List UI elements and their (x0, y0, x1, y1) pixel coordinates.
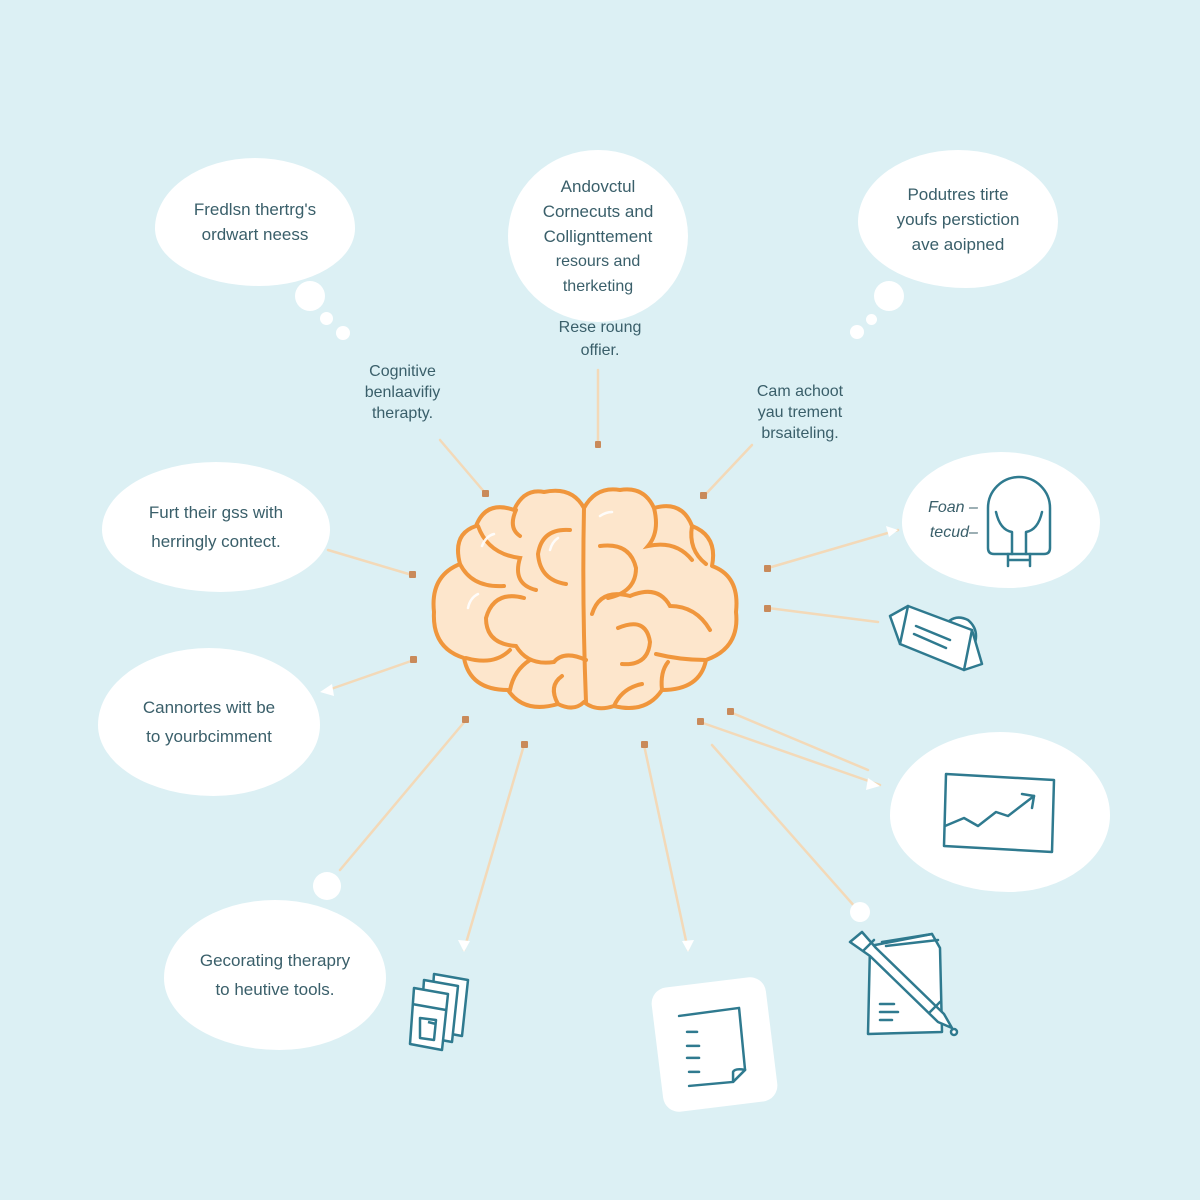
bubble-text: youfs perstiction (896, 209, 1020, 229)
bubble-text: ave aoipned (911, 234, 1005, 254)
notebook-pen-icon (848, 930, 959, 1037)
thought-bubble-bottom-left: Gecorating therapry to heutive tools. (164, 900, 386, 1050)
bubble-text: therketing (562, 277, 634, 295)
label-text: Rese roung (558, 319, 642, 336)
thought-dot (850, 902, 870, 922)
lightbulb-icon (986, 475, 1052, 568)
label-text: offier. (580, 342, 620, 359)
label-text: Cam achoot (756, 383, 844, 400)
brain-icon (431, 487, 739, 711)
bubble-text: Foan – (928, 499, 978, 516)
label-text: yau trement (757, 404, 843, 421)
thought-dot (874, 281, 904, 311)
thought-bubble-mid-left: Furt their gss with herringly contect. (102, 462, 330, 592)
thought-bubble-right-upper: Foan – tecud– (902, 452, 1100, 588)
label-text: Cognitive (369, 363, 436, 380)
label-center-sub: Rese roung offier. (540, 316, 660, 362)
label-cbt: Cognitive benlaavifiy therapty. (350, 361, 455, 424)
bubble-text: herringly contect. (151, 532, 281, 551)
bubble-text: Fredlsn thertrg's (193, 200, 317, 219)
thought-bubble-top-left: Fredlsn thertrg's ordwart neess (155, 158, 355, 286)
cards-icon (408, 972, 470, 1052)
thought-bubble-lower-left: Cannortes witt be to yourbcimment (98, 648, 320, 796)
thought-dot (295, 281, 325, 311)
thought-dot (336, 326, 350, 340)
bubble-text: to heutive tools. (215, 980, 335, 999)
bubble-text: Furt their gss with (148, 503, 284, 522)
bubble-text: Collignttement (543, 226, 653, 246)
eraser-icon (888, 604, 984, 672)
thought-dot (850, 325, 864, 339)
thought-dot (320, 312, 333, 325)
bubble-text: resours and (555, 252, 641, 270)
label-text: benlaavifiy (364, 384, 441, 401)
bubble-text: Cannortes witt be (142, 698, 276, 717)
document-icon (677, 1006, 746, 1087)
label-text: brsaiteling. (761, 425, 839, 442)
bubble-text: ordwart neess (201, 225, 309, 244)
thought-bubble-top-center: Andovctul Cornecuts and Collignttement r… (508, 150, 688, 322)
growth-chart-icon (942, 772, 1056, 854)
bubble-text: Gecorating therapry (199, 951, 351, 970)
document-card (649, 975, 780, 1114)
bubble-text: Andovctul (560, 176, 636, 196)
thought-dot (866, 314, 877, 325)
thought-dot (313, 872, 341, 900)
thought-bubble-right-lower (890, 732, 1110, 892)
thought-bubble-top-right: Podutres tirte youfs perstiction ave aoi… (858, 150, 1058, 288)
bubble-text: Cornecuts and (542, 201, 654, 221)
bubble-text: tecud– (929, 524, 978, 541)
label-right: Cam achoot yau trement brsaiteling. (740, 381, 860, 444)
bubble-text: to yourbcimment (146, 727, 272, 746)
bubble-text: Podutres tirte (907, 184, 1009, 204)
label-text: therapty. (371, 405, 434, 422)
